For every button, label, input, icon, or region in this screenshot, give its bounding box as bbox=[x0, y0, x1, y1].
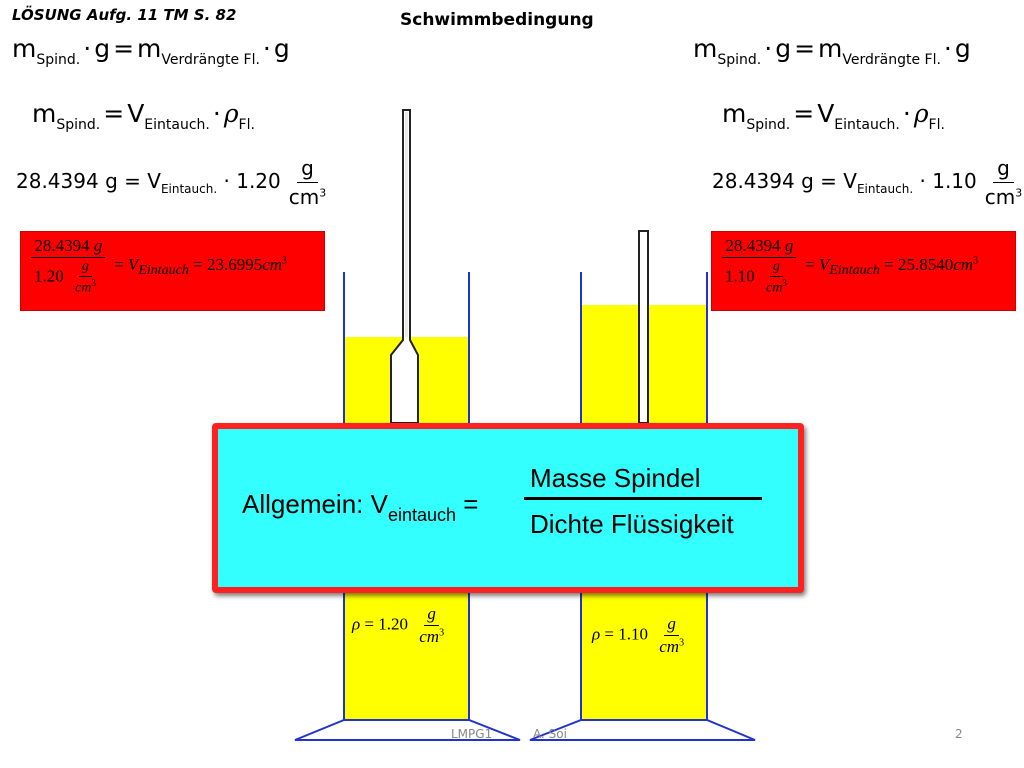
left-cylinder-base bbox=[294, 719, 521, 741]
solution-heading: LÖSUNG Aufg. 11 TM S. 82 bbox=[12, 6, 237, 24]
page-title: Schwimmbedingung bbox=[400, 10, 594, 30]
left-spindle bbox=[390, 109, 419, 424]
general-formula-box: Allgemein: Veintauch = Masse Spindel Dic… bbox=[212, 423, 804, 593]
general-formula-numerator: Masse Spindel bbox=[530, 463, 701, 493]
left-equation-volume: mSpind.=VEintauch.·ρFl. bbox=[32, 99, 255, 133]
footer-course: LMPG1 bbox=[451, 727, 493, 741]
general-formula-denominator: Dichte Flüssigkeit bbox=[530, 509, 734, 539]
left-equation-mass-balance: mSpind.·g=mVerdrängte Fl.·g bbox=[12, 34, 290, 68]
left-spindle-stem bbox=[405, 112, 408, 337]
footer-page-number: 2 bbox=[955, 727, 963, 741]
right-equation-mass-balance: mSpind.·g=mVerdrängte Fl.·g bbox=[693, 34, 971, 68]
right-equation-volume: mSpind.=VEintauch.·ρFl. bbox=[722, 99, 945, 133]
right-cylinder-base bbox=[529, 719, 756, 741]
footer-author: A. Soi bbox=[533, 727, 567, 741]
general-formula-label: Allgemein: Veintauch = bbox=[242, 489, 479, 525]
general-fraction-bar bbox=[524, 497, 762, 500]
right-spindle bbox=[638, 230, 649, 424]
